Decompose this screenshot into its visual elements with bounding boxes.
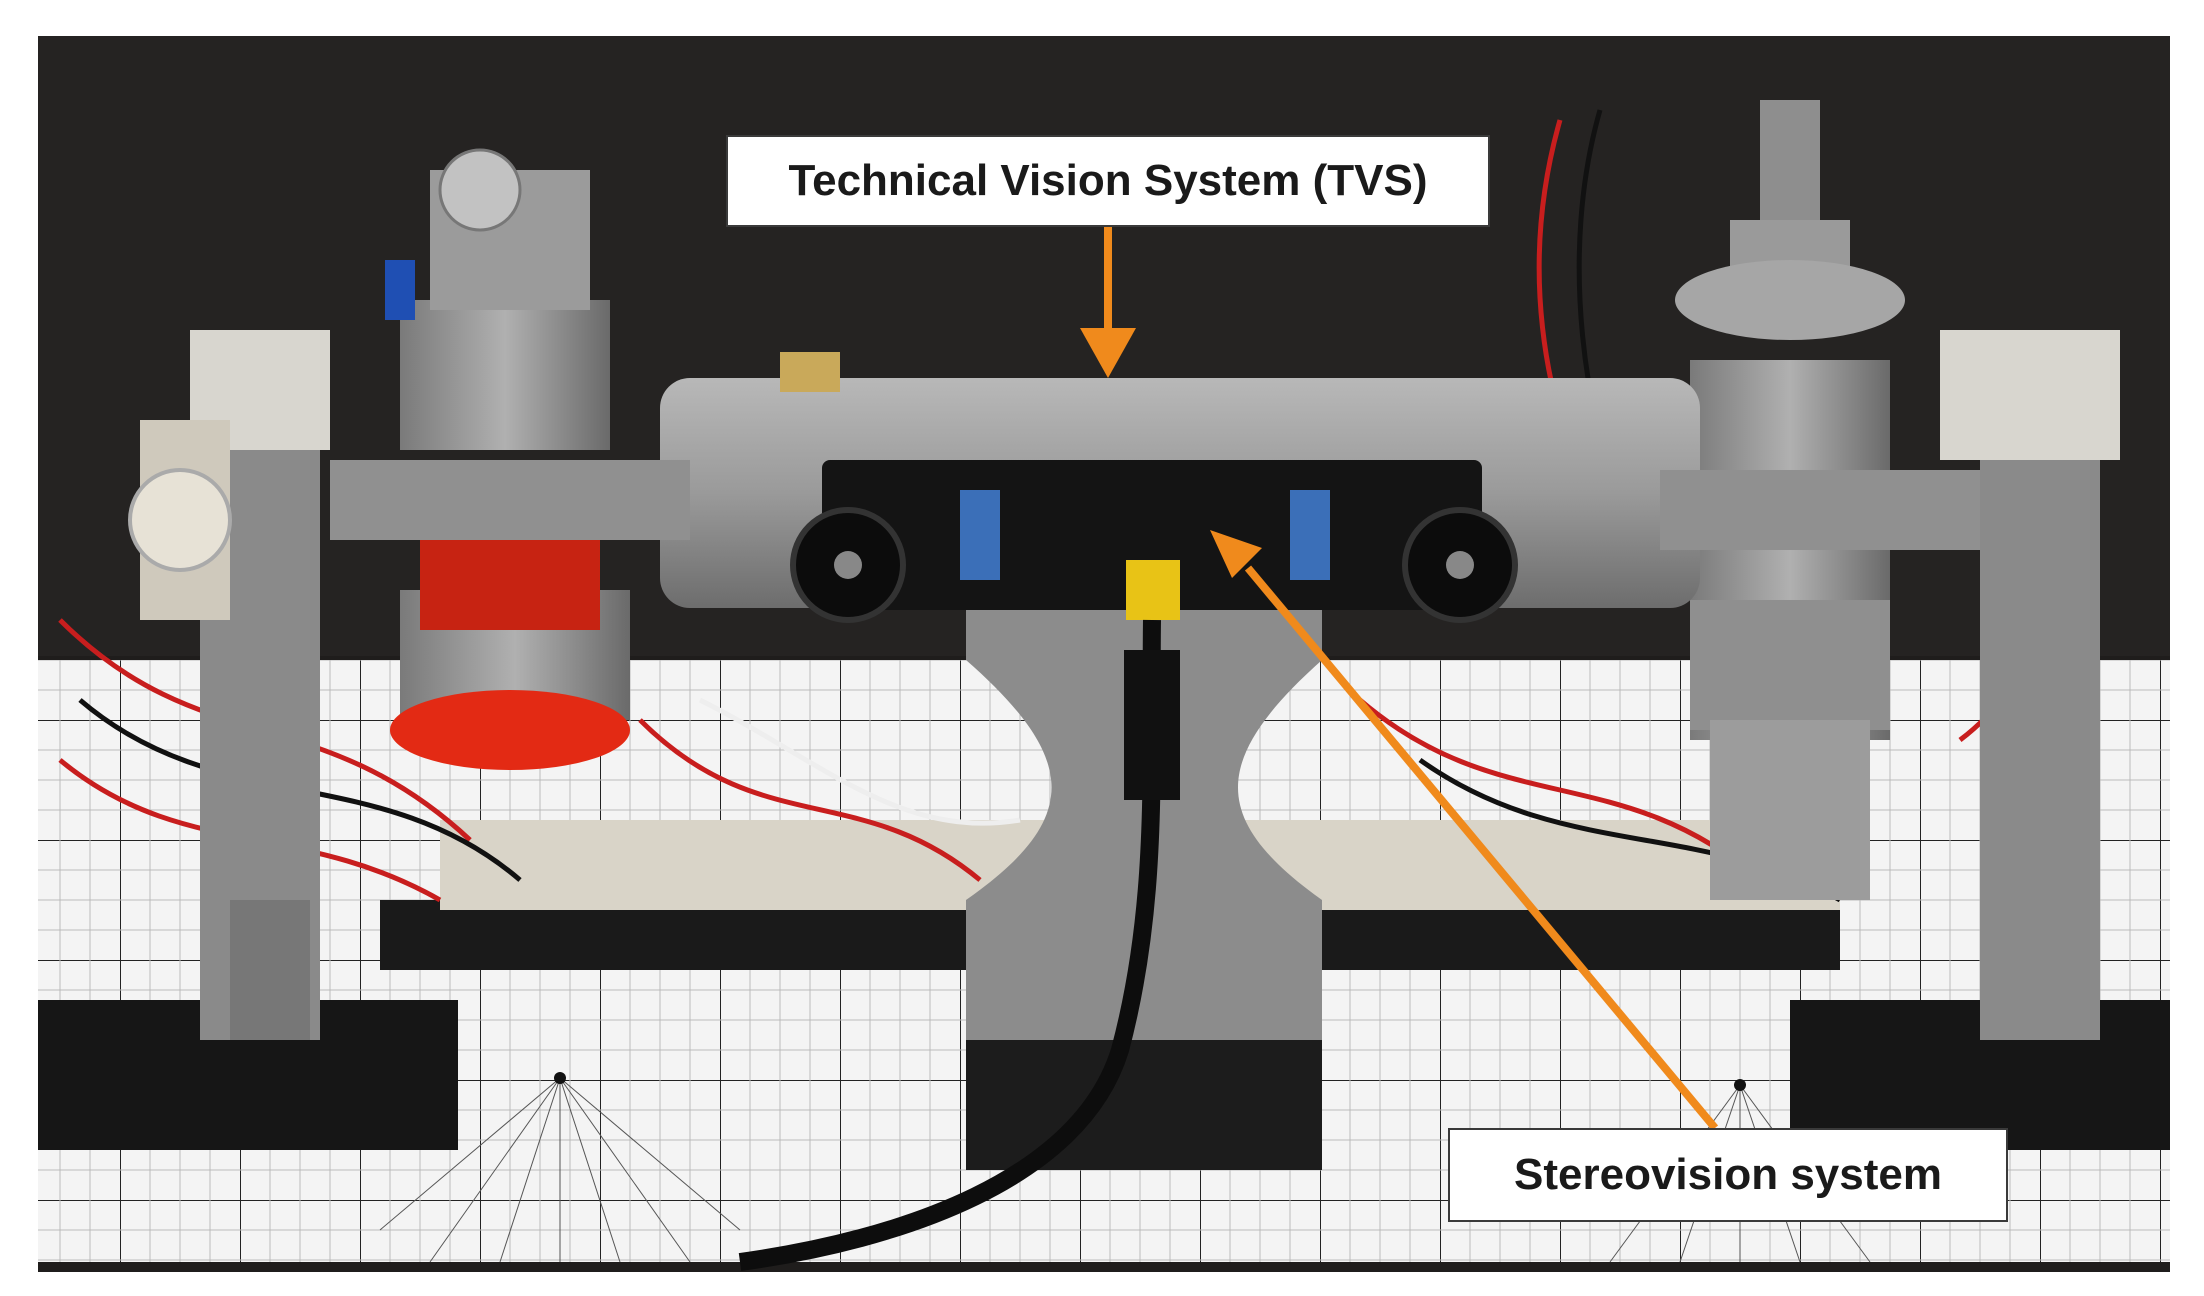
usb-connector	[1126, 560, 1180, 620]
tvs-arrow	[1080, 224, 1136, 378]
red-drive-wheel	[390, 690, 630, 770]
right-lower-housing	[1710, 720, 1870, 900]
stand-base	[966, 1040, 1322, 1170]
right-frame-post	[1980, 420, 2100, 1040]
tvs-callout-label: Technical Vision System (TVS)	[726, 135, 1490, 227]
crossbar-right	[1660, 470, 1980, 550]
crossbar-left	[330, 460, 690, 540]
stereo-arrow	[1210, 530, 1719, 1131]
stereo-callout-label: Stereovision system	[1448, 1128, 2008, 1222]
radial-target-left	[379, 1077, 741, 1263]
left-motor-housing	[400, 300, 610, 450]
